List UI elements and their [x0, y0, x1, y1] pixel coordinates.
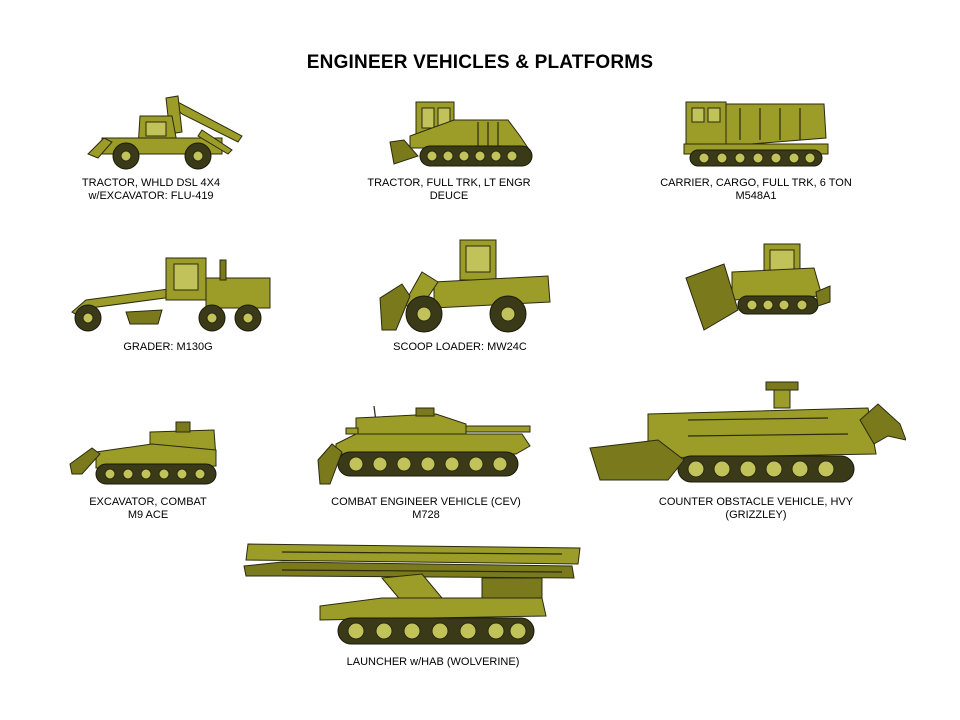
- vehicle-grizzley-caption: COUNTER OBSTACLE VEHICLE, HVY (GRIZZLEY): [659, 496, 853, 522]
- vehicle-flu419-illustration: [87, 95, 243, 170]
- vehicle-deuce-caption: TRACTOR, FULL TRK, LT ENGR DEUCE: [367, 177, 530, 203]
- vehicle-wolverine-caption: LAUNCHER w/HAB (WOLVERINE): [347, 656, 520, 669]
- caption-line1: SCOOP LOADER: MW24C: [393, 341, 527, 353]
- vehicle-m9ace-illustration: [69, 421, 217, 485]
- caption-line2: w/EXCAVATOR: FLU-419: [88, 190, 214, 202]
- vehicle-deuce-illustration: [389, 101, 533, 167]
- vehicle-m548a1-caption: CARRIER, CARGO, FULL TRK, 6 TON M548A1: [660, 177, 852, 203]
- page-title: ENGINEER VEHICLES & PLATFORMS: [306, 52, 654, 73]
- vehicle-mw24c-illustration: [379, 239, 551, 333]
- caption-line1: TRACTOR, FULL TRK, LT ENGR: [367, 177, 531, 189]
- vehicle-m728-illustration: [317, 405, 531, 485]
- caption-line1: TRACTOR, WHLD DSL 4X4: [81, 177, 221, 189]
- caption-line1: COUNTER OBSTACLE VEHICLE, HVY: [658, 496, 854, 508]
- caption-line1: GRADER: M130G: [123, 341, 213, 353]
- caption-line2: M728: [412, 509, 440, 521]
- vehicle-flu419-caption: TRACTOR, WHLD DSL 4X4 w/EXCAVATOR: FLU-4…: [82, 177, 220, 203]
- caption-line1: COMBAT ENGINEER VEHICLE (CEV): [331, 496, 521, 508]
- vehicle-m548a1-illustration: [683, 101, 829, 167]
- caption-line2: (GRIZZLEY): [725, 509, 787, 521]
- vehicle-wolverine-illustration: [243, 543, 581, 645]
- vehicle-mw24c-caption: SCOOP LOADER: MW24C: [393, 341, 527, 354]
- vehicle-grizzley-illustration: [589, 381, 906, 483]
- caption-line1: CARRIER, CARGO, FULL TRK, 6 TON: [660, 177, 852, 189]
- vehicle-m130g-illustration: [71, 257, 271, 332]
- caption-line2: M9 ACE: [127, 509, 169, 521]
- vehicle-m728-caption: COMBAT ENGINEER VEHICLE (CEV) M728: [331, 496, 521, 522]
- vehicle-dozer-illustration: [685, 243, 831, 331]
- caption-line2: DEUCE: [429, 190, 469, 202]
- caption-line1: LAUNCHER w/HAB (WOLVERINE): [346, 656, 520, 668]
- vehicle-m130g-caption: GRADER: M130G: [123, 341, 212, 354]
- caption-line2: M548A1: [735, 190, 777, 202]
- vehicle-m9ace-caption: EXCAVATOR, COMBAT M9 ACE: [89, 496, 207, 522]
- caption-line1: EXCAVATOR, COMBAT: [89, 496, 207, 508]
